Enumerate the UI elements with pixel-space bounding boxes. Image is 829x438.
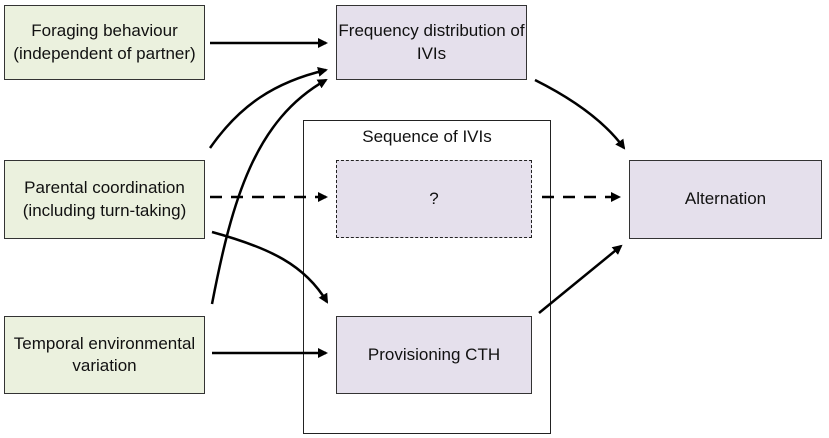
frequency-box: Frequency distribution of IVIs [336,5,527,80]
alternation-label: Alternation [684,189,767,209]
temporal-box: Temporal environmental variation [4,316,205,394]
arrow-coordination-provisioning [211,230,329,304]
alternation-box: Alternation [629,160,822,239]
arrow-provisioning-alternation [538,244,623,314]
coordination-box: Parental coordination (including turn-ta… [4,160,205,239]
foraging-label: Foraging behaviour (independent of partn… [13,21,196,63]
coordination-label: Parental coordination (including turn-ta… [22,178,187,220]
arrow-temporal-frequency [210,78,328,305]
foraging-box: Foraging behaviour (independent of partn… [4,5,205,80]
arrow-coordination-frequency [208,66,328,149]
provisioning-label: Provisioning CTH [367,344,501,364]
sequence-title: Sequence of IVIs [362,127,492,146]
provisioning-box: Provisioning CTH [336,316,532,394]
unknown-label: ? [429,188,439,208]
unknown-box: ? [336,160,532,238]
temporal-label: Temporal environmental variation [13,333,196,375]
arrow-frequency-alternation [534,78,626,150]
frequency-label: Frequency distribution of IVIs [338,21,525,63]
